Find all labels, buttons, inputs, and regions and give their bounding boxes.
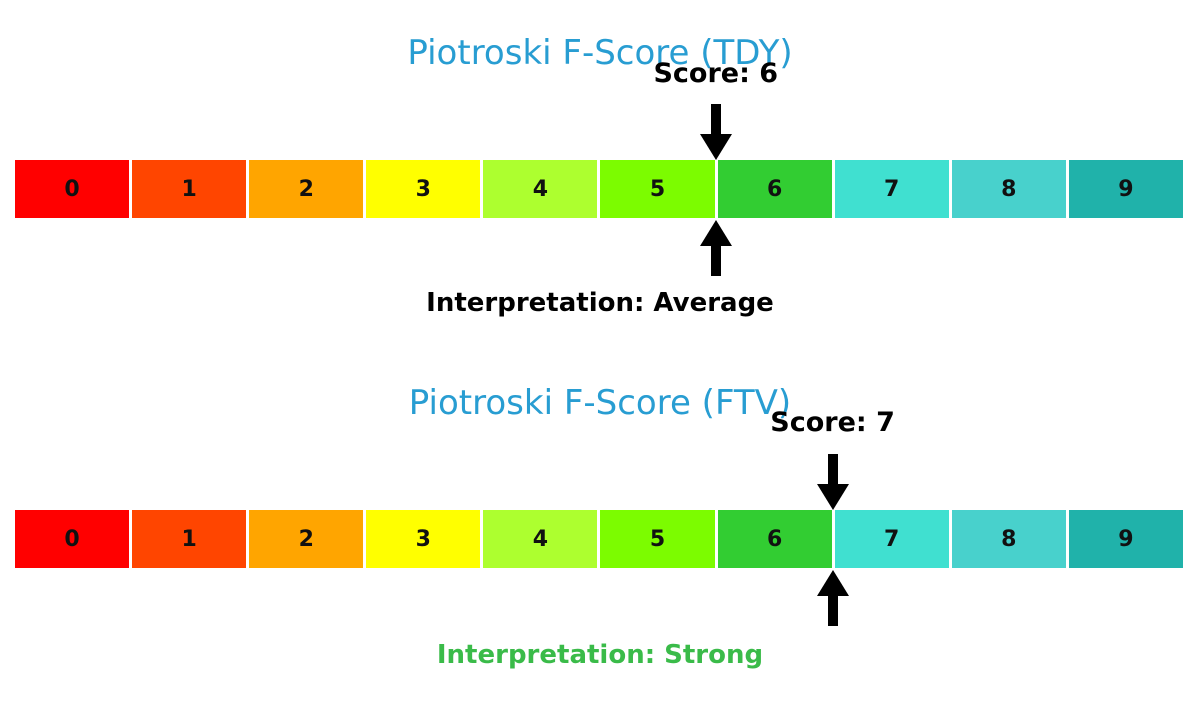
score-marker-up-arrow-icon — [816, 570, 850, 626]
scale-cell-4: 4 — [483, 510, 598, 568]
scale-cell-9: 9 — [1068, 160, 1183, 218]
arrow-stem — [827, 596, 838, 626]
scale-cell-2: 2 — [249, 510, 364, 568]
score-value-label: Score: 7 — [770, 407, 895, 438]
scale-cell-4: 4 — [483, 160, 598, 218]
scale-cell-7: 7 — [834, 160, 949, 218]
arrow-head — [816, 484, 849, 510]
scale-cell-5: 5 — [600, 510, 715, 568]
scale-cell-6: 6 — [717, 160, 832, 218]
scale-cell-6: 6 — [717, 510, 832, 568]
scale-cell-5: 5 — [600, 160, 715, 218]
score-marker-down-arrow-icon — [816, 454, 850, 510]
scale-cell-1: 1 — [132, 510, 247, 568]
arrow-head — [699, 220, 732, 246]
scale-cell-0: 0 — [15, 510, 130, 568]
scale-cell-7: 7 — [834, 510, 949, 568]
arrow-stem — [710, 246, 721, 276]
scale-cell-1: 1 — [132, 160, 247, 218]
chart-title-ftv: Piotroski F-Score (FTV) — [408, 382, 792, 423]
scale-cell-9: 9 — [1068, 510, 1183, 568]
arrow-head — [699, 134, 732, 160]
arrow-stem — [710, 104, 721, 134]
interpretation-label: Interpretation: Average — [426, 288, 774, 318]
arrow-stem — [827, 454, 838, 484]
scale-cell-2: 2 — [249, 160, 364, 218]
scale-cell-8: 8 — [951, 510, 1066, 568]
scale-cell-3: 3 — [366, 160, 481, 218]
chart-title-tdy: Piotroski F-Score (TDY) — [407, 32, 793, 73]
scale-cell-8: 8 — [951, 160, 1066, 218]
scale-cell-0: 0 — [15, 160, 130, 218]
score-marker-up-arrow-icon — [699, 220, 733, 276]
score-value-label: Score: 6 — [653, 58, 779, 89]
score-marker-down-arrow-icon — [699, 104, 733, 160]
interpretation-label: Interpretation: Strong — [436, 640, 764, 670]
arrow-head — [816, 570, 849, 596]
scale-cell-3: 3 — [366, 510, 481, 568]
